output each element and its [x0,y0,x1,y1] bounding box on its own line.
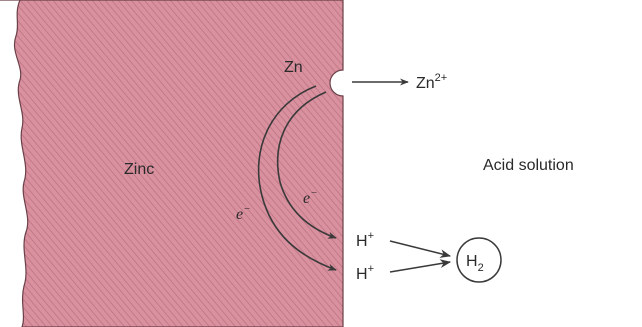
zn-atom-label: Zn [284,59,303,76]
acid-solution-label: Acid solution [483,157,574,174]
electron-path-outer [257,85,337,271]
zinc-label: Zinc [124,161,154,178]
hydrogen-gas-label: H2 [466,253,484,274]
zinc-metal-block [0,0,344,327]
electron-label-left: e− [236,203,251,223]
zn-ion-label: Zn2+ [416,72,447,92]
hydrogen-arrow-upper [389,240,452,258]
hydrogen-arrow-lower [389,259,452,273]
hydrogen-ion-upper: H+ [356,230,374,250]
hydrogen-gas-bubble [456,237,502,283]
electron-label-right: e− [303,187,318,207]
hydrogen-ion-lower: H+ [356,263,374,283]
electron-path-inner [276,91,337,239]
